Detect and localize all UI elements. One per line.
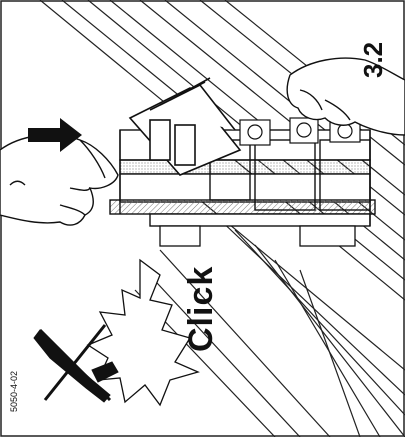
push-arrow-icon — [28, 118, 82, 152]
rail-foot — [159, 225, 356, 247]
jumper-bar — [128, 77, 242, 176]
click-label: Click — [182, 265, 220, 352]
no-tool-icon — [33, 324, 119, 403]
right-hand — [286, 57, 405, 136]
step-number: 3.2 — [358, 41, 388, 78]
reference-code: 5050-4-02 — [9, 370, 19, 412]
screw-terminals — [239, 117, 361, 146]
